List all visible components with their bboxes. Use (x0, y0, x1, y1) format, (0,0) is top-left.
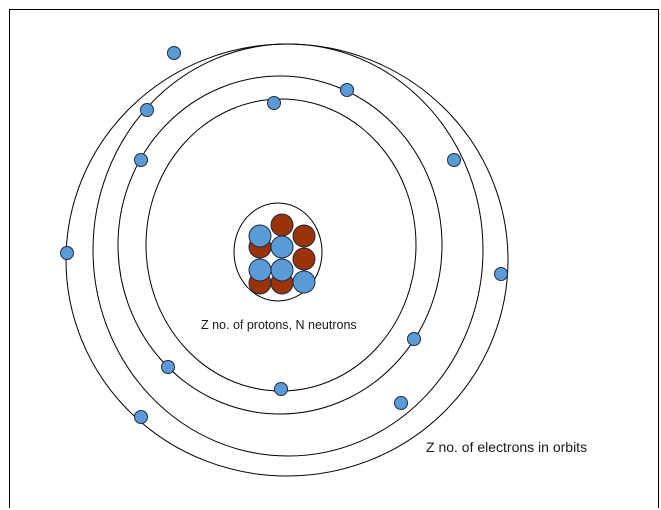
proton (292, 224, 316, 248)
electron (167, 46, 181, 60)
orbit-3 (92, 43, 484, 457)
electrons-label: Z no. of electrons in orbits (426, 439, 588, 455)
orbits (65, 43, 509, 477)
proton (292, 247, 316, 271)
neutron (270, 258, 294, 282)
diagram-frame (9, 9, 659, 508)
electron (274, 382, 288, 396)
orbit-2 (117, 75, 443, 415)
electron (140, 103, 154, 117)
electron (340, 83, 354, 97)
electrons (60, 46, 508, 424)
electron (494, 267, 508, 281)
electron (447, 153, 461, 167)
electron (60, 246, 74, 260)
electron (394, 396, 408, 410)
electron (134, 410, 148, 424)
electron (134, 153, 148, 167)
neutron (292, 270, 316, 294)
electron (161, 360, 175, 374)
electron (267, 96, 281, 110)
neutron (270, 235, 294, 259)
electron (407, 332, 421, 346)
nucleus (248, 213, 316, 295)
nucleus-label: Z no. of protons, N neutrons (201, 318, 357, 332)
neutron (248, 258, 272, 282)
proton (270, 213, 294, 237)
neutron (248, 224, 272, 248)
